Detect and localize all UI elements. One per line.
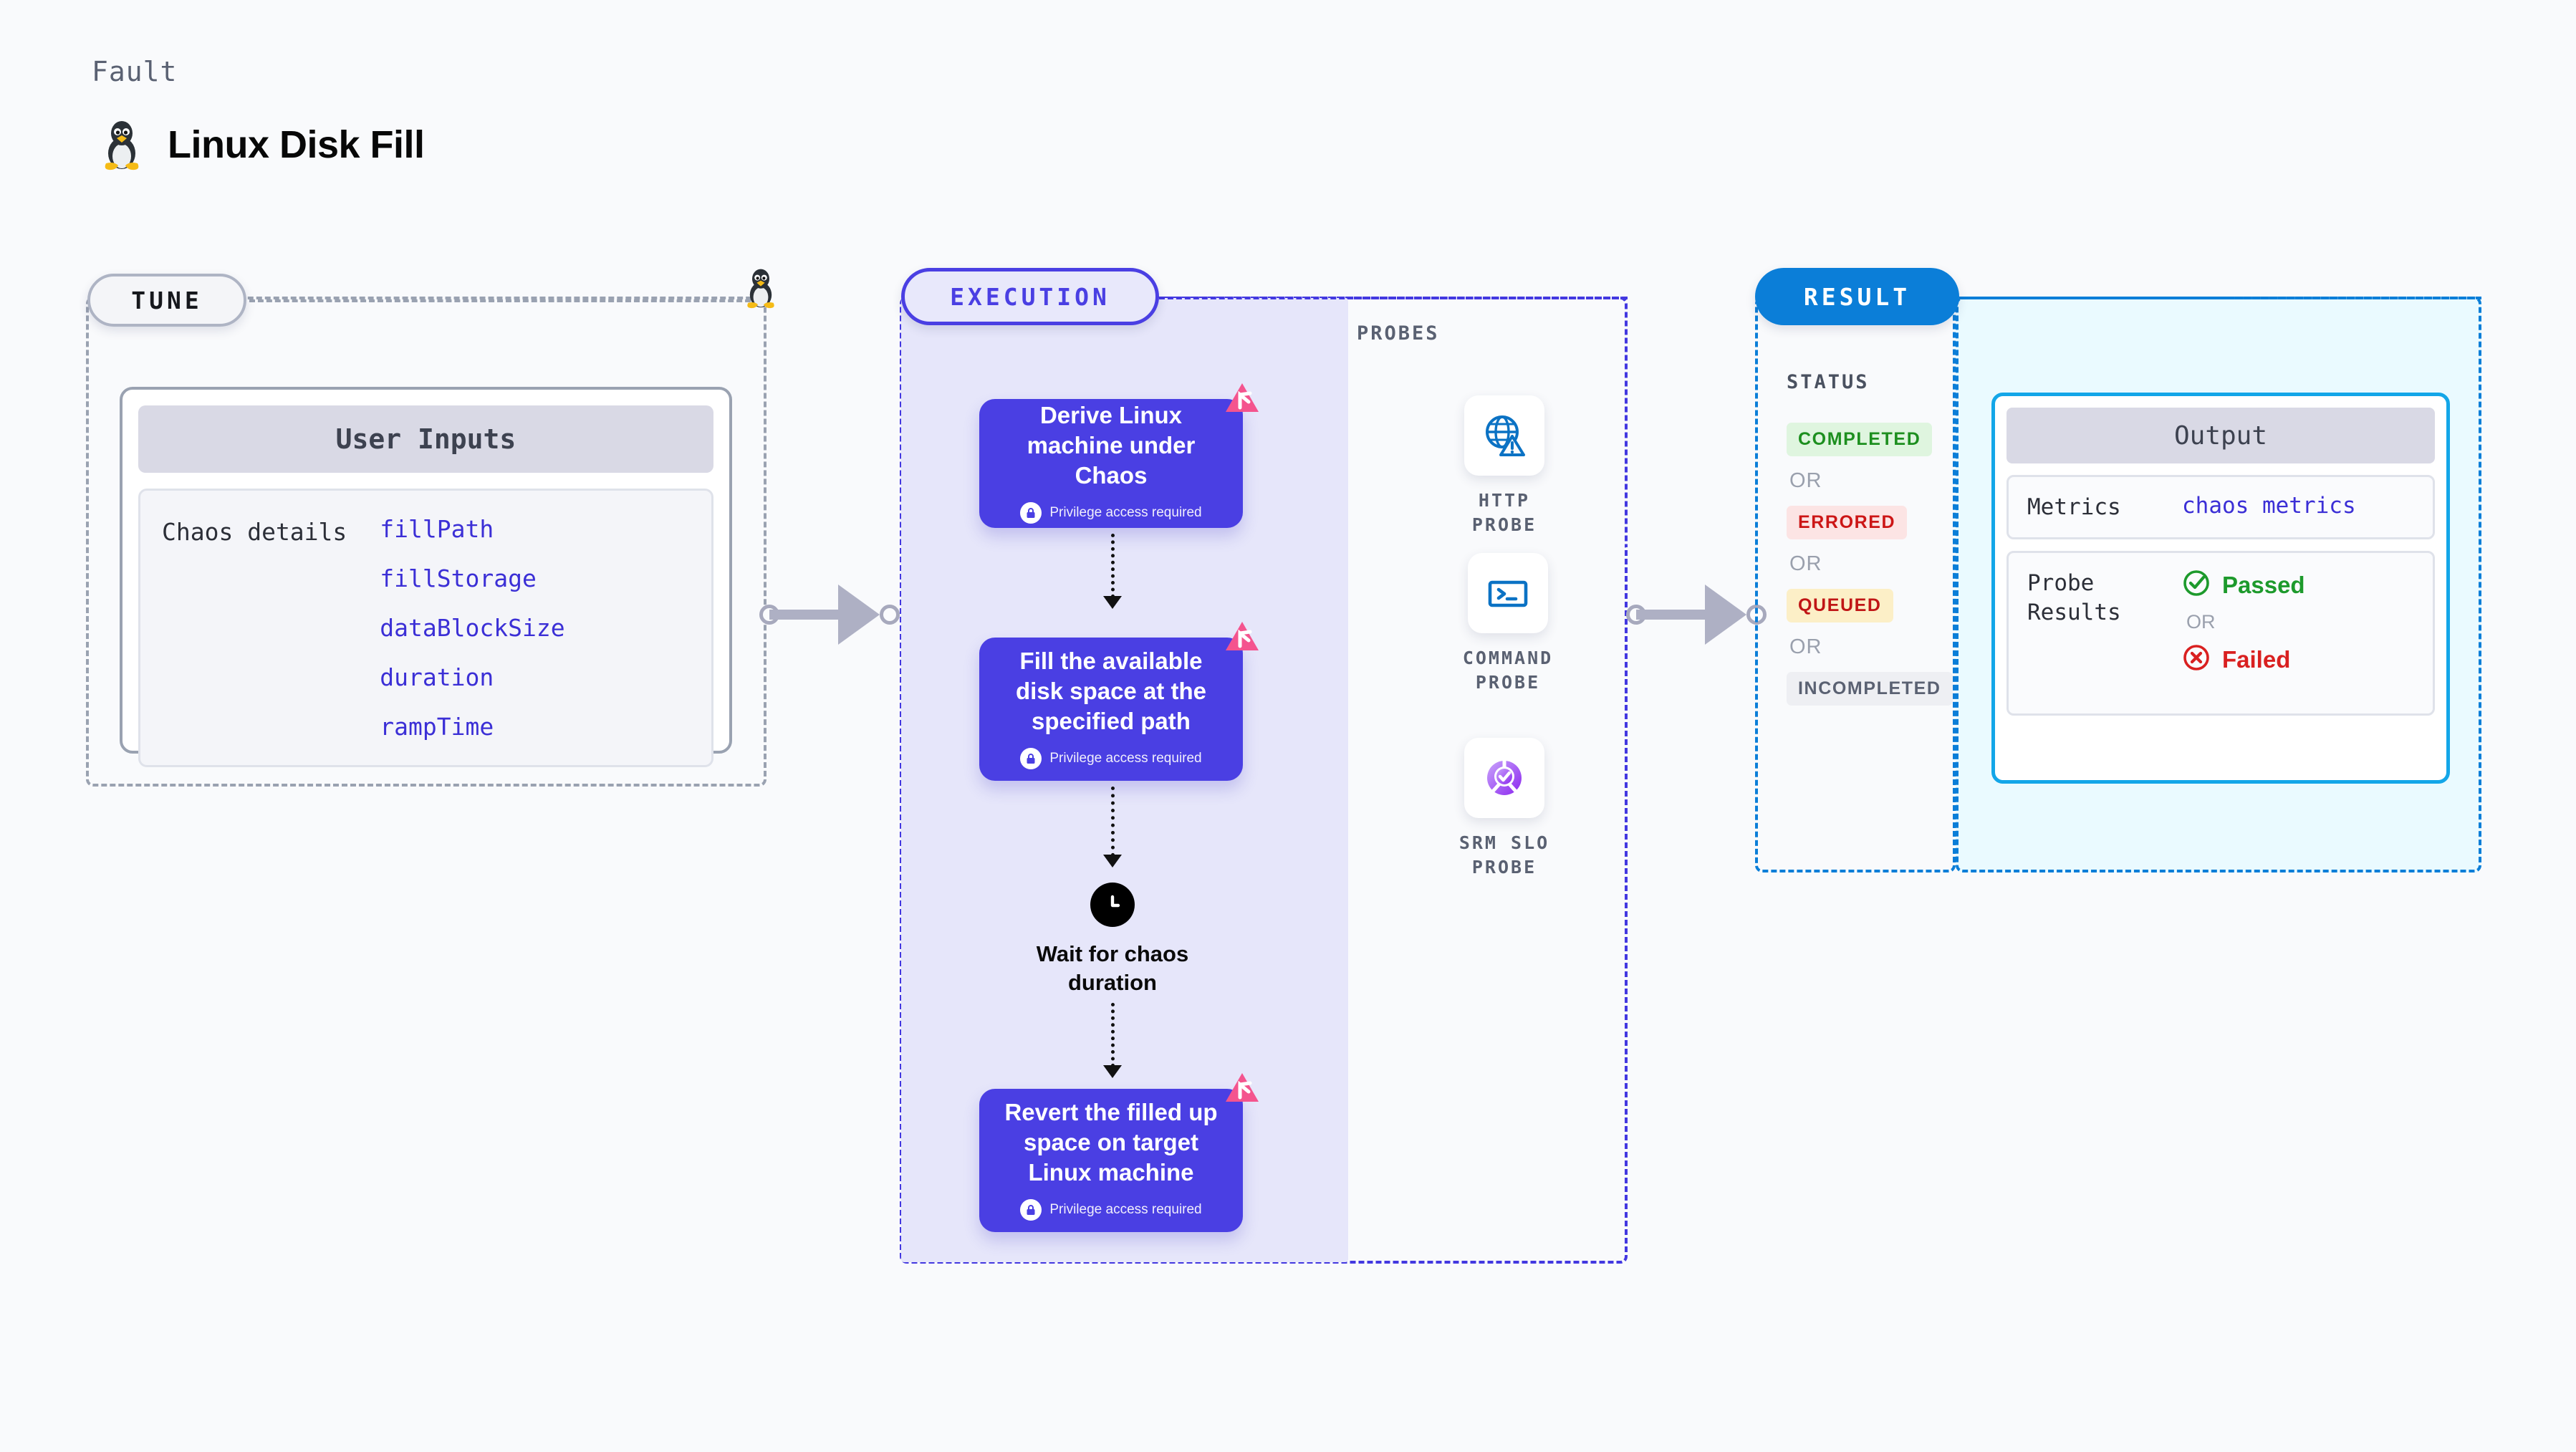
output-card: Output Metrics chaos metrics Probe Resul… — [1991, 393, 2450, 784]
tune-stage-label: TUNE — [131, 286, 203, 314]
execution-node-fill-disk-space[interactable]: Fill the available disk space at the spe… — [979, 622, 1259, 781]
litmus-logo-icon — [1223, 619, 1261, 661]
litmus-logo-icon — [1223, 380, 1261, 423]
probe-result-passed: Passed — [2182, 569, 2305, 601]
probe-command[interactable]: COMMAND PROBE — [1440, 553, 1576, 695]
output-metrics-value[interactable]: chaos metrics — [2182, 493, 2356, 519]
result-status-list: COMPLETED OR ERRORED OR QUEUED OR INCOMP… — [1787, 423, 1953, 706]
page-title: Linux Disk Fill — [168, 123, 425, 166]
execution-node-title: Fill the available disk space at the spe… — [1016, 647, 1206, 735]
status-or-1: OR — [1789, 469, 1822, 492]
tune-stage-pill[interactable]: TUNE — [87, 274, 246, 327]
status-or-3: OR — [1789, 635, 1822, 658]
execution-node-revert-filled-space[interactable]: Revert the filled up space on target Lin… — [979, 1073, 1259, 1232]
execution-node-title: Derive Linux machine under Chaos — [1027, 401, 1196, 489]
probe-result-failed-label: Failed — [2222, 645, 2291, 673]
result-stage-top-dashed-line — [1959, 297, 2481, 299]
status-chip-errored: ERRORED — [1787, 506, 1908, 539]
result-stage-label: RESULT — [1803, 282, 1911, 311]
privilege-note-text: Privilege access required — [1049, 505, 1202, 521]
privilege-note-text: Privilege access required — [1049, 1202, 1202, 1218]
execution-to-result-connector — [1626, 572, 1769, 658]
output-metrics-row: Metrics chaos metrics — [2007, 475, 2435, 540]
result-stage-pill[interactable]: RESULT — [1755, 268, 1959, 325]
connector-line — [769, 610, 852, 620]
probes-section-title: PROBES — [1357, 322, 1440, 345]
terminal-icon — [1468, 553, 1548, 633]
lock-icon — [1020, 502, 1042, 524]
privilege-note-text: Privilege access required — [1049, 751, 1202, 766]
status-chip-completed: COMPLETED — [1787, 423, 1933, 456]
param-fillpath[interactable]: fillPath — [380, 515, 494, 543]
clock-icon — [1090, 883, 1135, 927]
probe-command-label: COMMAND PROBE — [1462, 648, 1554, 693]
param-ramptime[interactable]: rampTime — [380, 713, 494, 741]
output-probe-results-row: Probe Results Passed OR — [2007, 551, 2435, 716]
probe-srm-slo-label: SRM SLO PROBE — [1458, 832, 1550, 878]
user-inputs-card: User Inputs Chaos details fillPath fillS… — [120, 387, 732, 767]
execution-flow-arrow-2 — [1103, 855, 1122, 867]
execution-node-title: Revert the filled up space on target Lin… — [1004, 1098, 1218, 1186]
tune-to-execution-dashed-line — [249, 299, 759, 302]
status-chip-queued: QUEUED — [1787, 589, 1893, 622]
page-kicker: Fault — [92, 56, 178, 87]
connector-end-dot — [880, 605, 900, 625]
execution-flow-line-2 — [1111, 787, 1115, 857]
probe-http-label: HTTP PROBE — [1471, 490, 1537, 535]
probe-result-or: OR — [2186, 611, 2216, 633]
page-title-row: Linux Disk Fill — [100, 119, 425, 170]
x-circle-icon — [2182, 643, 2211, 675]
output-probe-results-values: Passed OR Failed — [2182, 569, 2305, 675]
execution-node-derive-linux-machine[interactable]: Derive Linux machine under Chaos Privile… — [979, 383, 1259, 528]
check-circle-icon — [2182, 569, 2211, 601]
output-probe-results-key: Probe Results — [2027, 570, 2121, 625]
probe-result-failed: Failed — [2182, 643, 2305, 675]
probe-result-passed-label: Passed — [2222, 571, 2305, 598]
status-or-2: OR — [1789, 552, 1822, 575]
tune-stage-box — [86, 297, 766, 787]
privilege-note: Privilege access required — [1020, 502, 1202, 524]
output-card-title: Output — [2007, 408, 2435, 463]
linux-penguin-icon — [100, 119, 143, 170]
output-metrics-key: Metrics — [2027, 494, 2121, 520]
execution-stage-pill[interactable]: EXECUTION — [901, 268, 1159, 325]
litmus-logo-icon — [1223, 1070, 1261, 1112]
status-chip-incompleted: INCOMPLETED — [1787, 672, 1953, 706]
execution-flow-arrow-3 — [1103, 1065, 1122, 1078]
chaos-details-param-list: fillPath fillStorage dataBlockSize durat… — [380, 515, 564, 741]
connector-arrow-head — [1705, 585, 1746, 645]
param-fillstorage[interactable]: fillStorage — [380, 564, 537, 592]
execution-flow-line-3 — [1111, 1003, 1115, 1067]
lock-icon — [1020, 1199, 1042, 1221]
privilege-note: Privilege access required — [1020, 1199, 1202, 1221]
execution-flow-line-1 — [1111, 534, 1115, 598]
execution-stage-label: EXECUTION — [950, 282, 1110, 311]
slo-check-icon — [1464, 738, 1544, 818]
tune-to-execution-connector — [759, 572, 903, 658]
globe-warning-icon — [1464, 395, 1544, 476]
param-datablocksize[interactable]: dataBlockSize — [380, 614, 565, 642]
linux-target-marker-icon — [744, 267, 778, 312]
execution-stage-top-dashed-line — [1159, 297, 1628, 299]
wait-step-label: Wait for chaos duration — [1036, 941, 1189, 995]
param-duration[interactable]: duration — [380, 663, 494, 691]
connector-arrow-head — [838, 585, 880, 645]
connector-line — [1636, 610, 1719, 620]
execution-flow-arrow-1 — [1103, 596, 1122, 609]
probe-http[interactable]: HTTP PROBE — [1440, 395, 1569, 537]
user-inputs-card-title: User Inputs — [138, 405, 713, 473]
user-inputs-card-body: Chaos details fillPath fillStorage dataB… — [138, 489, 713, 767]
result-status-title: STATUS — [1787, 371, 1870, 393]
privilege-note: Privilege access required — [1020, 748, 1202, 770]
lock-icon — [1020, 748, 1042, 770]
chaos-details-label: Chaos details — [162, 518, 347, 546]
probe-srm-slo[interactable]: SRM SLO PROBE — [1440, 738, 1569, 880]
